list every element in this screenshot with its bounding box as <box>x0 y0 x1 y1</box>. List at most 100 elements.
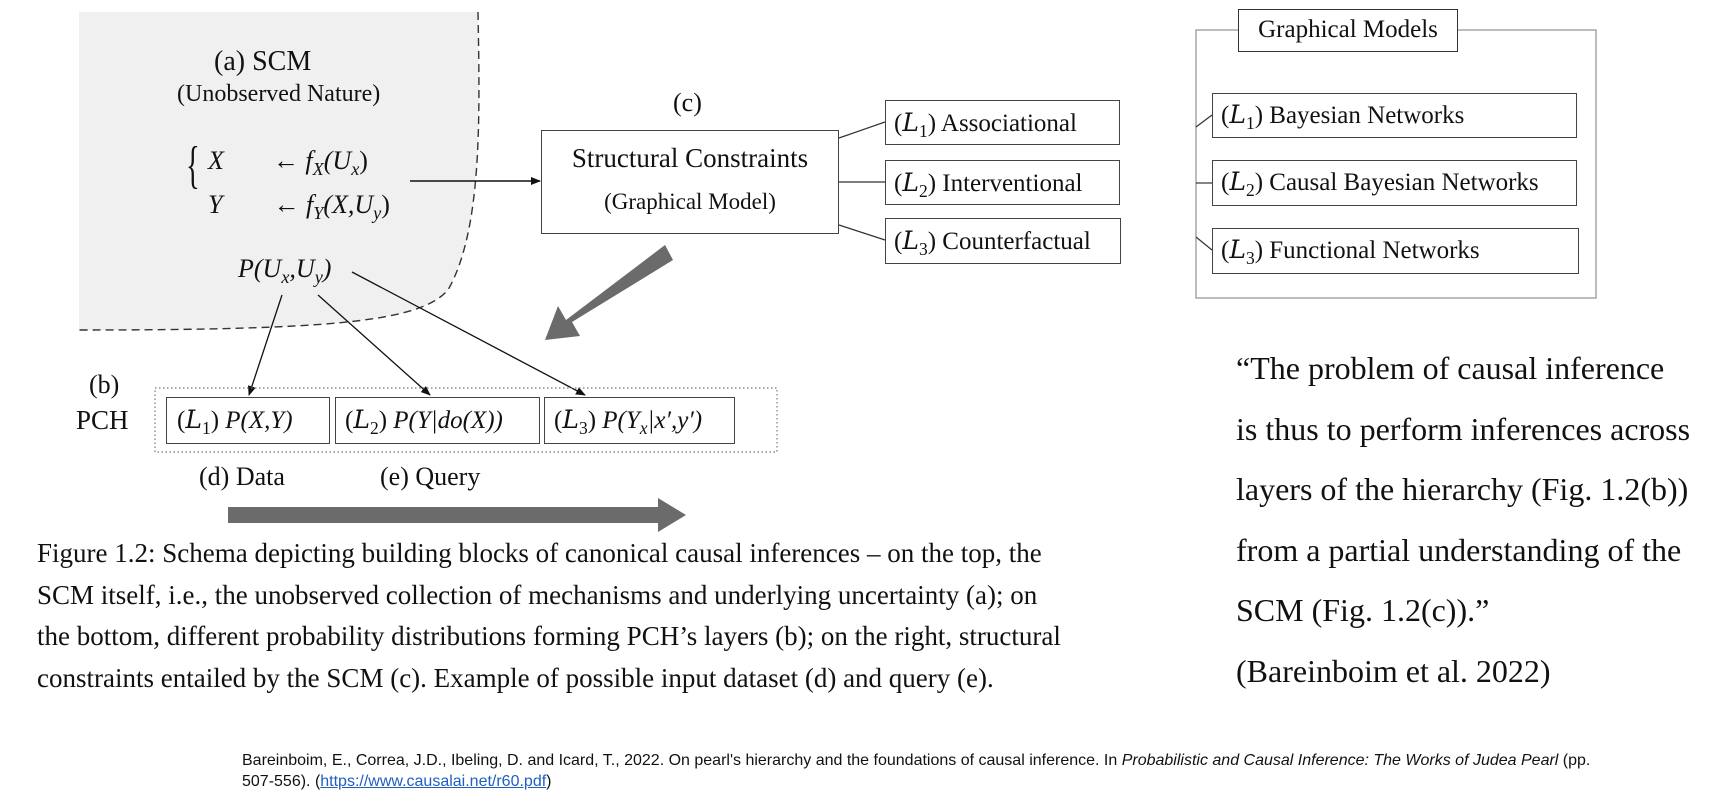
pch-l2-box: (L2) P(Y|do(X)) <box>335 397 540 444</box>
exogenous-distribution: P(Ux,Uy) <box>238 254 331 288</box>
prob-sub2: y <box>314 267 323 288</box>
pch-expr: P(X,Y) <box>225 407 293 434</box>
level-num: 3 <box>918 239 928 259</box>
connector-l1 <box>838 121 886 139</box>
pch-label-b: (b) <box>89 370 120 399</box>
nature-boundary-dashed <box>78 11 480 331</box>
data-to-query-big-arrow <box>228 498 686 532</box>
scm-title: (a) SCM <box>214 46 312 77</box>
gm-name: Functional Networks <box>1269 237 1480 264</box>
pch-expr-a: P(Y <box>602 407 640 434</box>
reference-link[interactable]: https://www.causalai.net/r60.pdf <box>320 773 547 790</box>
level-tag: L <box>902 168 919 197</box>
quote-line: “The problem of causal inference <box>1236 350 1665 386</box>
pch-expr: P(Y|do(X)) <box>393 407 503 434</box>
unobserved-nature-region <box>79 12 479 330</box>
caption-line: SCM itself, i.e., the unobserved collect… <box>37 579 1038 610</box>
quote-line: layers of the hierarchy (Fig. 1.2(b)) <box>1236 471 1689 507</box>
gm-connector-3 <box>1195 236 1213 251</box>
gm-name: Causal Bayesian Networks <box>1269 169 1539 196</box>
pch-dotted-frame <box>154 387 778 453</box>
equation-y: Y ← fY(X,Uy) <box>208 190 390 224</box>
prob-sub1: x <box>281 267 290 288</box>
gm-item-functional: (L3) Functional Networks <box>1212 228 1579 274</box>
gm-num: 3 <box>1245 248 1255 268</box>
gm-name: Bayesian Networks <box>1269 102 1465 129</box>
eq-x-lhs: X <box>208 146 224 175</box>
eq-x-arrow: ← <box>272 146 299 175</box>
level-num: 2 <box>918 181 928 201</box>
quote-line: is thus to perform inferences across <box>1236 410 1691 447</box>
gm-tag: L <box>1229 235 1246 264</box>
pch-num: 2 <box>369 418 379 438</box>
quote-line: from a partial understanding of the <box>1236 531 1682 568</box>
gm-tag: L <box>1229 167 1246 196</box>
level-name: Associational <box>940 110 1077 137</box>
equation-x: X ← fX(Ux) <box>208 146 368 180</box>
eq-y-args: (X,U <box>323 190 374 219</box>
data-label: (d) Data <box>199 462 285 491</box>
quote-attribution: (Bareinboim et al. 2022) <box>1236 652 1551 689</box>
caption-line: the bottom, different probability distri… <box>37 621 1061 651</box>
level-tag: L <box>902 226 919 255</box>
pch-tag: L <box>353 405 370 434</box>
eq-y-f-sub: Y <box>313 203 324 224</box>
gm-item-causal-bayesian: (L2) Causal Bayesian Networks <box>1212 160 1577 206</box>
eq-y-args-sub: y <box>373 203 382 224</box>
gm-connector-1 <box>1195 114 1213 128</box>
equation-brace: { <box>186 137 200 194</box>
pch-num: 3 <box>578 418 588 438</box>
caption-line: Figure 1.2: Schema depicting building bl… <box>37 538 1042 568</box>
pch-expr-b: |x′,y′) <box>647 407 703 434</box>
eq-x-f-sub: X <box>312 159 324 180</box>
connector-l3 <box>838 224 886 241</box>
constraints-to-pch-big-arrow <box>545 245 673 340</box>
graphical-models-title: Graphical Models <box>1238 9 1458 52</box>
quote-line: SCM (Fig. 1.2(c)).” <box>1236 592 1490 628</box>
pch-l3-box: (L3) P(Yx|x′,y′) <box>544 397 735 444</box>
eq-y-f: f <box>305 190 314 219</box>
constraints-subtitle: (Graphical Model) <box>604 189 776 214</box>
pch-label: PCH <box>76 405 129 435</box>
level-box-interventional: (L2) Interventional <box>885 160 1120 205</box>
caption-line: constraints entailed by the SCM (c). Exa… <box>37 662 994 693</box>
reference: Bareinboim, E., Correa, J.D., Ibeling, D… <box>242 750 1612 792</box>
gm-num: 1 <box>1245 113 1255 133</box>
constraints-title: Structural Constraints <box>571 143 809 173</box>
pch-tag: L <box>185 405 202 434</box>
eq-x-args: (U <box>323 146 352 175</box>
reference-text-b: (pp. 507-556). ( <box>242 752 1591 790</box>
prob-mid: ,U <box>289 254 315 283</box>
level-name: Counterfactual <box>942 228 1091 255</box>
level-tag: L <box>902 108 919 137</box>
pch-num: 1 <box>201 418 211 438</box>
constraints-label: (c) <box>673 88 702 117</box>
level-box-counterfactual: (L3) Counterfactual <box>885 218 1121 264</box>
reference-text-c: ) <box>546 773 552 790</box>
eq-y-lhs: Y <box>208 190 223 219</box>
level-box-associational: (L1) Associational <box>885 100 1120 145</box>
eq-x-f: f <box>305 146 313 175</box>
prob-to-l1-arrow <box>248 294 283 396</box>
figure-caption: Figure 1.2: Schema depicting building bl… <box>37 533 1197 699</box>
prob-to-l2-arrow <box>317 294 431 396</box>
pch-l1-box: (L1) P(X,Y) <box>166 397 330 444</box>
gm-tag: L <box>1229 100 1246 129</box>
pch-expr-sub: x <box>639 418 648 438</box>
prob-close: ) <box>322 254 332 283</box>
reference-book-title: Probabilistic and Causal Inference: The … <box>1121 752 1559 769</box>
quote-block: “The problem of causal inference is thus… <box>1236 338 1726 701</box>
structural-constraints-box: Structural Constraints (Graphical Model) <box>541 130 839 234</box>
gm-num: 2 <box>1245 180 1255 200</box>
level-name: Interventional <box>942 170 1083 197</box>
prob-to-l3-arrow <box>351 271 586 396</box>
scm-subtitle: (Unobserved Nature) <box>177 81 381 107</box>
query-label: (e) Query <box>380 462 481 491</box>
pch-tag: L <box>562 405 579 434</box>
prob-p: P(U <box>238 254 282 283</box>
eq-x-args-sub: x <box>351 159 360 180</box>
gm-item-bayesian: (L1) Bayesian Networks <box>1212 93 1577 138</box>
level-num: 1 <box>918 121 928 141</box>
eq-y-arrow: ← <box>273 190 300 219</box>
